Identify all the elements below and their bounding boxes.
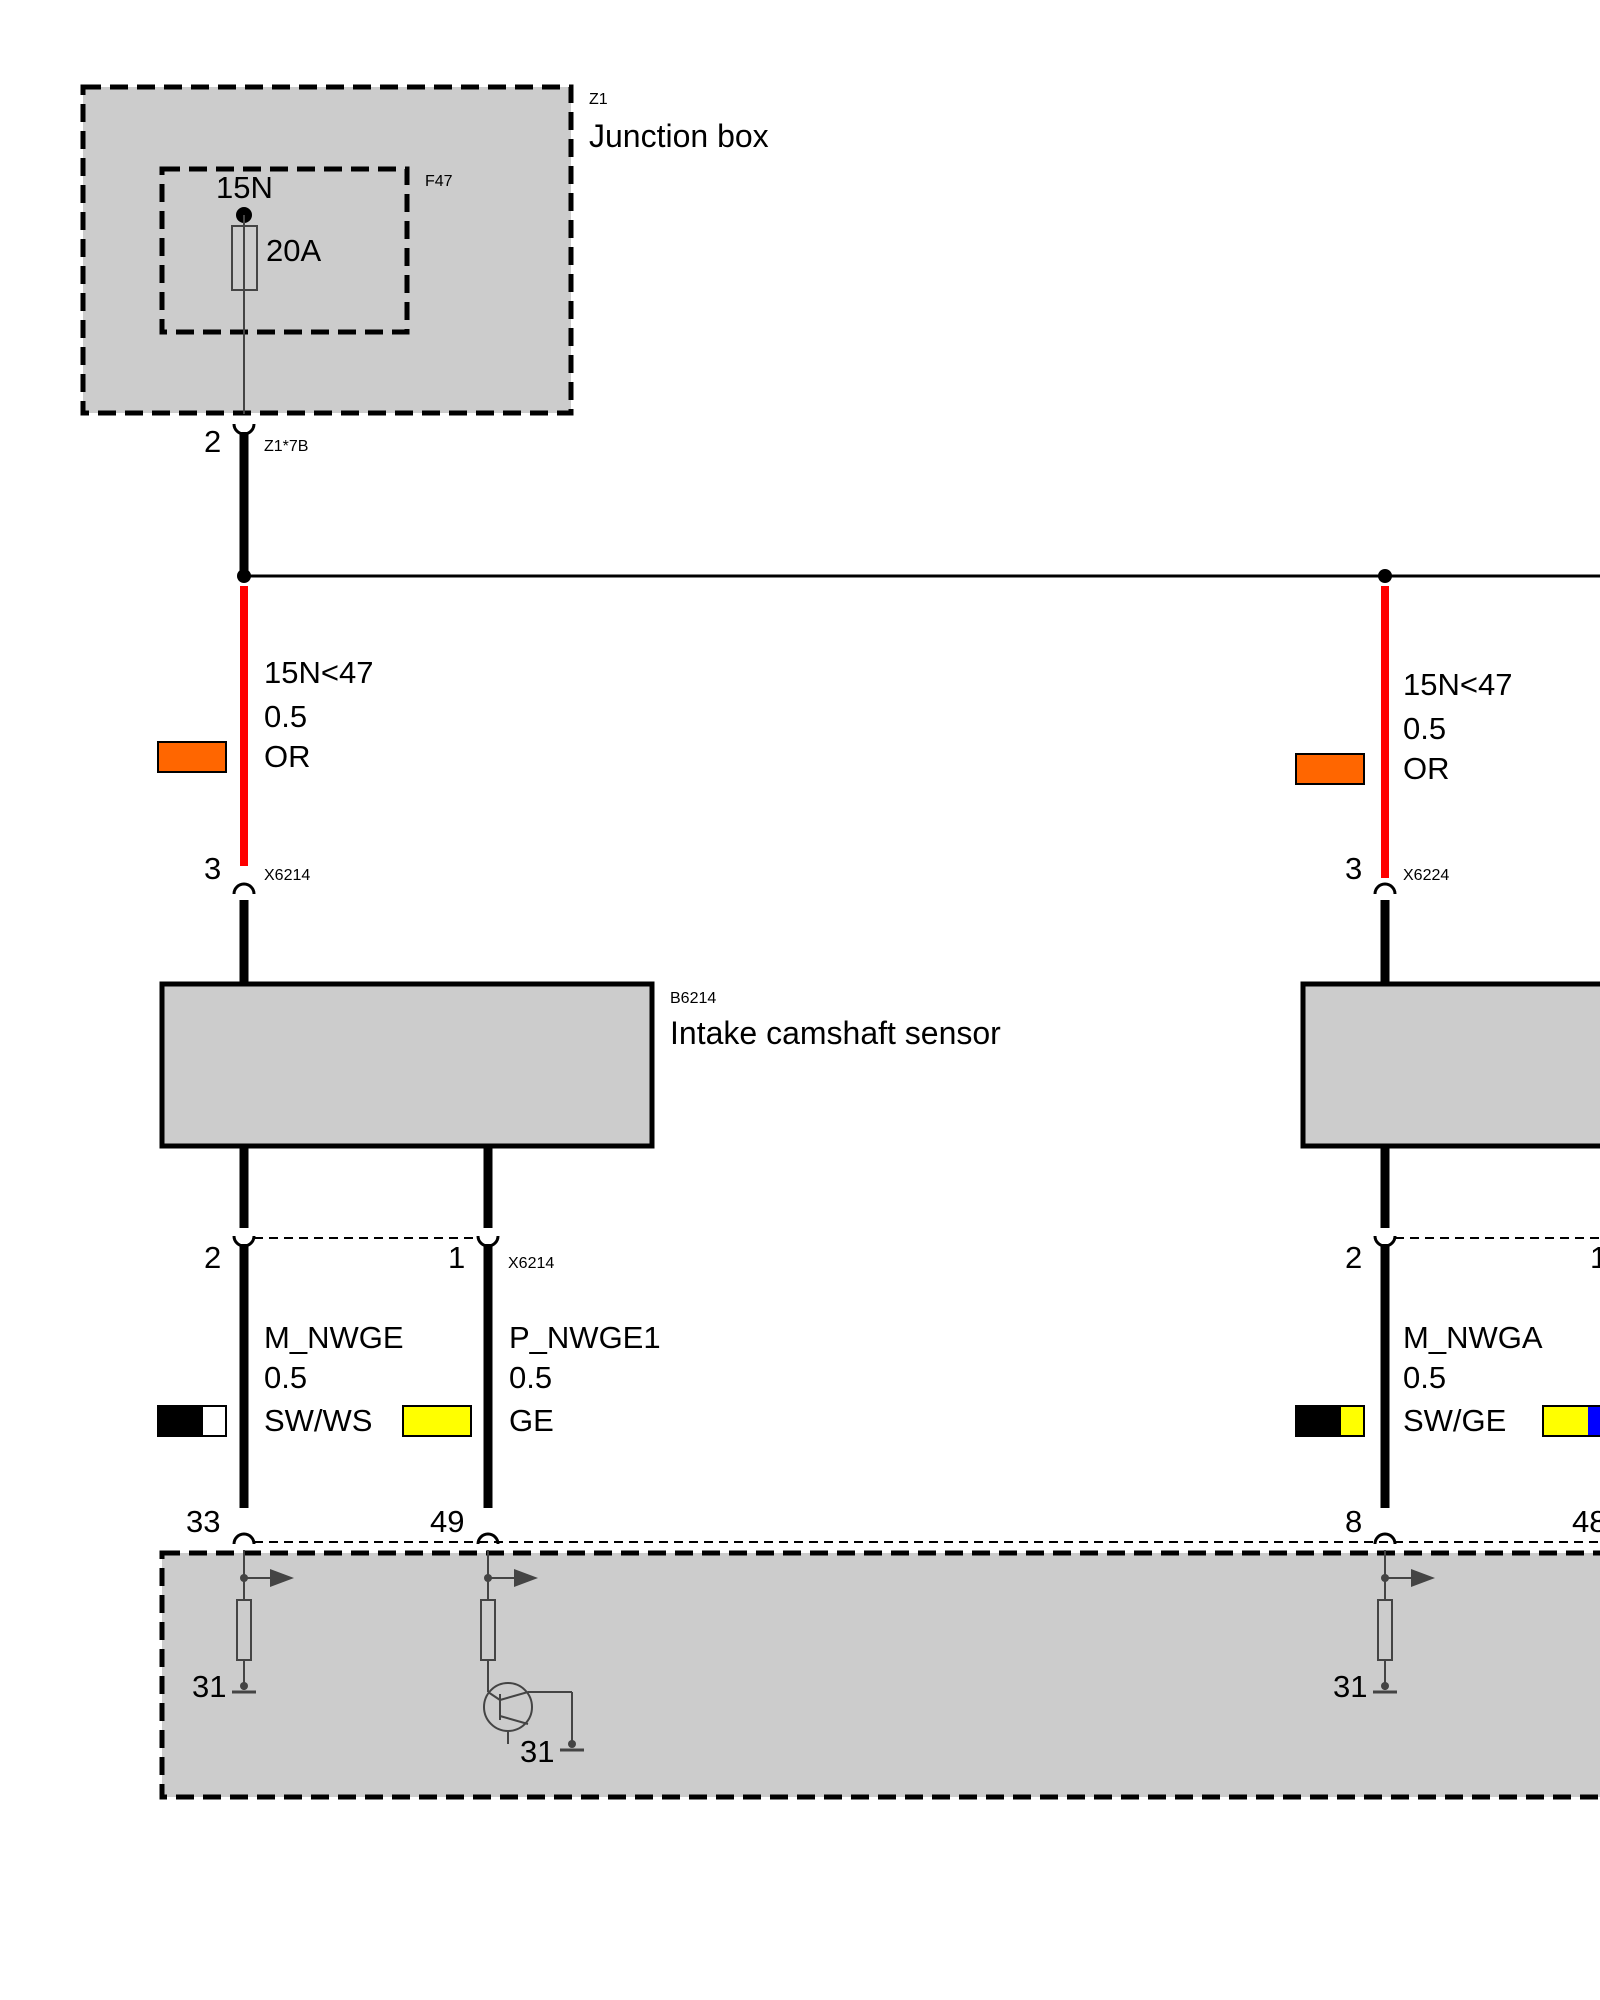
- ecu-pin-48: 48: [1572, 1504, 1600, 1539]
- ecu-pin-49-symbol: [476, 1532, 500, 1545]
- fuse-id: F47: [425, 173, 453, 190]
- ecu-ground-dot-33: [240, 1682, 248, 1690]
- fuse-rating: 20A: [266, 233, 321, 268]
- wire-m-nwge-color-swatch: [157, 1405, 227, 1437]
- ecu-node-33: [240, 1574, 248, 1582]
- left-wire-gauge: 0.5: [264, 699, 307, 734]
- left-wire-color-code: OR: [264, 739, 311, 774]
- ecu-pin-33-symbol: [232, 1532, 256, 1545]
- wire-m-nwga-signal: M_NWGA: [1403, 1320, 1543, 1355]
- left-connector-id: X6214: [264, 867, 310, 884]
- left-out-pin-p: 1: [448, 1240, 465, 1275]
- ecu-pin-8-symbol: [1373, 1532, 1397, 1545]
- left-out-pin-m: 2: [204, 1240, 221, 1275]
- ecu-input-circuit-49: [480, 1550, 514, 1692]
- exhaust-camshaft-sensor: [1300, 981, 1600, 1149]
- right-wire-signal: 15N<47: [1403, 667, 1512, 702]
- wire-m-nwga-color-swatch: [1295, 1405, 1365, 1437]
- fuse-box: [159, 166, 410, 335]
- ecu-signal-arrow-8: [1411, 1569, 1435, 1587]
- junction-box: [80, 84, 574, 416]
- ecu-node-8: [1381, 1574, 1389, 1582]
- ecu-node-49: [484, 1574, 492, 1582]
- left-connector-pin: 3: [204, 851, 221, 886]
- splice-dot-right: [1378, 569, 1392, 583]
- wire-p-nwge1-color-code: GE: [509, 1403, 554, 1438]
- right-connector-pin: 3: [1345, 851, 1362, 886]
- intake-camshaft-sensor: [159, 981, 655, 1149]
- ecu-input-circuit-8: [1373, 1550, 1411, 1694]
- left-out-connector-id: X6214: [508, 1255, 554, 1272]
- right-out-pin-p: 1: [1590, 1240, 1600, 1275]
- wire-m-nwge-gauge: 0.5: [264, 1360, 307, 1395]
- wire-m-nwga-color-code: SW/GE: [1403, 1403, 1506, 1438]
- wire-m-nwge-signal: M_NWGE: [264, 1320, 404, 1355]
- left-wire-signal: 15N<47: [264, 655, 373, 690]
- right-connector-symbol: [1373, 882, 1397, 895]
- ecu-ground-label-49: 31: [520, 1734, 554, 1769]
- ecu-pin-49: 49: [430, 1504, 464, 1539]
- junction-box-name: Junction box: [589, 118, 769, 154]
- ecu-input-circuit-33: [232, 1550, 270, 1694]
- sensor-name: Intake camshaft sensor: [670, 1015, 1001, 1051]
- ecu-signal-arrow-49: [514, 1569, 538, 1587]
- wire-m-nwge-color-code: SW/WS: [264, 1403, 373, 1438]
- right-wire-color-swatch: [1295, 753, 1365, 785]
- right-connector-id: X6224: [1403, 867, 1449, 884]
- connector-z1-7b-pin: 2: [204, 424, 221, 459]
- right-partial-color-swatch: [1542, 1405, 1600, 1437]
- junction-box-id: Z1: [589, 91, 608, 108]
- ecu-signal-arrow-33: [270, 1569, 294, 1587]
- left-connector-symbol: [232, 882, 256, 895]
- ecu-ground-label-8: 31: [1333, 1669, 1367, 1704]
- sensor-id: B6214: [670, 990, 716, 1007]
- wire-p-nwge1-signal: P_NWGE1: [509, 1320, 661, 1355]
- ecu-pin-33: 33: [186, 1504, 220, 1539]
- right-out-pin-m: 2: [1345, 1240, 1362, 1275]
- ecu-ground-dot-49: [568, 1740, 576, 1748]
- ecu-housing: [159, 1550, 1600, 1800]
- right-wire-gauge: 0.5: [1403, 711, 1446, 746]
- ecu-pin-8: 8: [1345, 1504, 1362, 1539]
- ecu-ground-dot-8: [1381, 1682, 1389, 1690]
- wire-p-nwge1-color-swatch: [402, 1405, 472, 1437]
- transistor-icon: [483, 1682, 584, 1752]
- fuse-terminal: 15N: [216, 170, 273, 205]
- wire-m-nwga-gauge: 0.5: [1403, 1360, 1446, 1395]
- splice-dot-left: [237, 569, 251, 583]
- ecu-ground-label-33: 31: [192, 1669, 226, 1704]
- right-wire-color-code: OR: [1403, 751, 1450, 786]
- wire-p-nwge1-gauge: 0.5: [509, 1360, 552, 1395]
- left-wire-color-swatch: [157, 741, 227, 773]
- connector-z1-7b-id: Z1*7B: [264, 438, 308, 455]
